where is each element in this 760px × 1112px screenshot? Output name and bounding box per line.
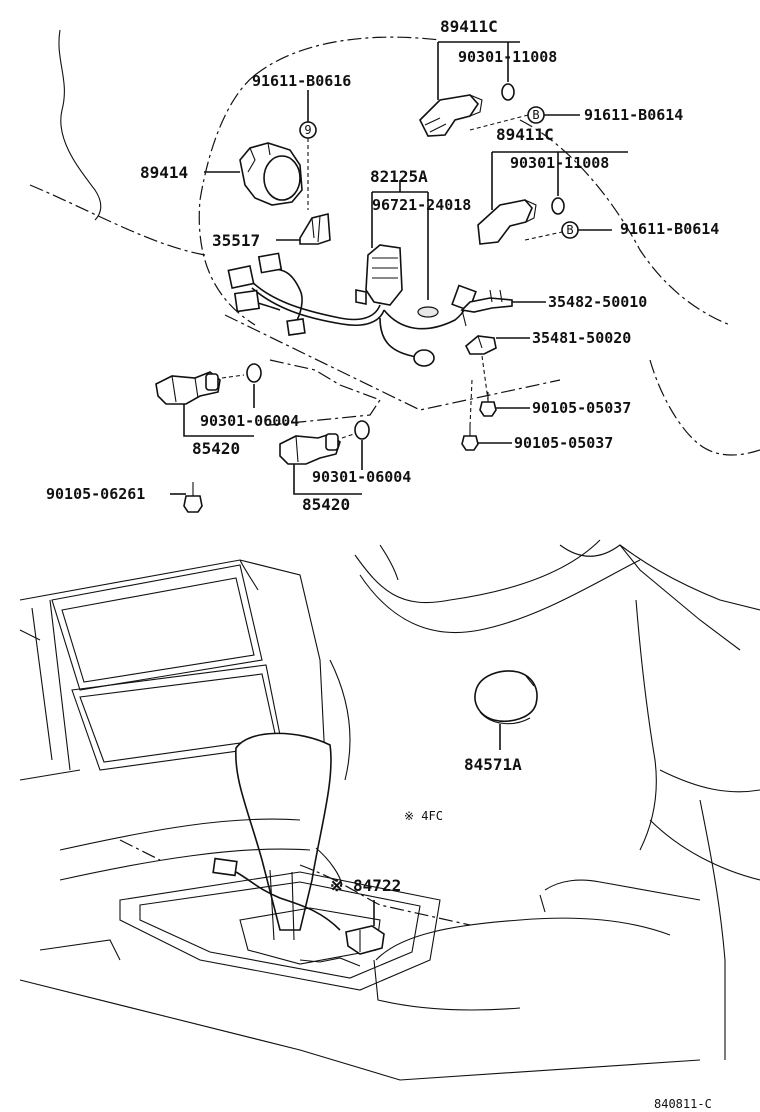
label-91611-b0616: 91611-B0616 (252, 72, 351, 90)
label-35517: 35517 (212, 231, 260, 250)
speed-sensor-89411c-b[interactable] (477, 199, 537, 245)
label-89414: 89414 (140, 163, 188, 182)
leader-dash (481, 355, 489, 401)
leader-82125a (371, 180, 429, 210)
armrest (373, 879, 701, 1011)
clamp-35482[interactable] (460, 289, 513, 327)
label-90105-06261: 90105-06261 (46, 485, 145, 503)
leader-dash (469, 114, 529, 131)
speed-sensor-89411c-a[interactable] (419, 94, 483, 137)
washer-symbol: 9 (304, 123, 311, 137)
sensor-89414[interactable] (239, 142, 303, 206)
washer-symbol: B (532, 108, 539, 122)
label-90301-06004-b: 90301-06004 (312, 468, 411, 486)
label-96721-24018: 96721-24018 (372, 196, 471, 214)
drawing-number: 840811-C (654, 1097, 712, 1111)
console-dash (119, 839, 161, 861)
label-35482-50010: 35482-50010 (548, 293, 647, 311)
wire-harness-82125a[interactable] (227, 244, 477, 367)
o-ring-icon (354, 420, 370, 440)
label-84571a: 84571A (464, 755, 522, 774)
label-84722: ※ 84722 (330, 876, 401, 895)
switch-84722[interactable] (212, 857, 385, 955)
grommet-icon (417, 306, 439, 318)
o-ring-icon (551, 197, 565, 215)
shift-knob (235, 732, 332, 941)
bracket-35517[interactable] (299, 212, 331, 245)
leader-89411c-a (437, 41, 520, 100)
leader-85420-a (183, 384, 255, 437)
o-ring-icon (501, 83, 515, 101)
leader-dash (341, 433, 355, 439)
leader-dash (469, 379, 473, 427)
pressure-switch-85420-a[interactable] (155, 371, 221, 405)
label-89411c-a: 89411C (440, 17, 498, 36)
pressure-switch-85420-b[interactable] (279, 433, 341, 465)
leader-dash (524, 231, 563, 241)
switch-84571a[interactable] (474, 670, 538, 725)
console-tray (19, 818, 701, 1081)
label-4fc: ※ 4FC (404, 809, 443, 823)
clip-35481[interactable] (465, 335, 497, 355)
label-90301-11008-b: 90301-11008 (510, 154, 609, 172)
console-outline (19, 539, 760, 1060)
leader-85420-b (293, 440, 363, 495)
washer-symbol: B (566, 223, 573, 237)
leader-dash (221, 374, 245, 379)
leader-96721 (371, 210, 429, 300)
label-82125a: 82125A (370, 167, 428, 186)
label-91611-b0614-a: 91611-B0614 (584, 106, 683, 124)
label-35481-50020: 35481-50020 (532, 329, 631, 347)
label-85420-b: 85420 (302, 495, 350, 514)
bolt-icon[interactable] (461, 426, 479, 451)
label-89411c-b: 89411C (496, 125, 554, 144)
leader-89411c-b (491, 151, 628, 210)
label-90105-05037-a: 90105-05037 (532, 399, 631, 417)
console-dash (299, 864, 471, 926)
label-90301-11008-a: 90301-11008 (458, 48, 557, 66)
bolt-icon[interactable] (479, 392, 497, 417)
bolt-icon[interactable] (183, 482, 203, 513)
label-90301-06004-a: 90301-06004 (200, 412, 299, 430)
label-91611-b0614-b: 91611-B0614 (620, 220, 719, 238)
edge-line (58, 29, 102, 221)
label-85420-a: 85420 (192, 439, 240, 458)
label-90105-05037-b: 90105-05037 (514, 434, 613, 452)
engine-outline (29, 36, 760, 456)
o-ring-icon (246, 363, 262, 383)
